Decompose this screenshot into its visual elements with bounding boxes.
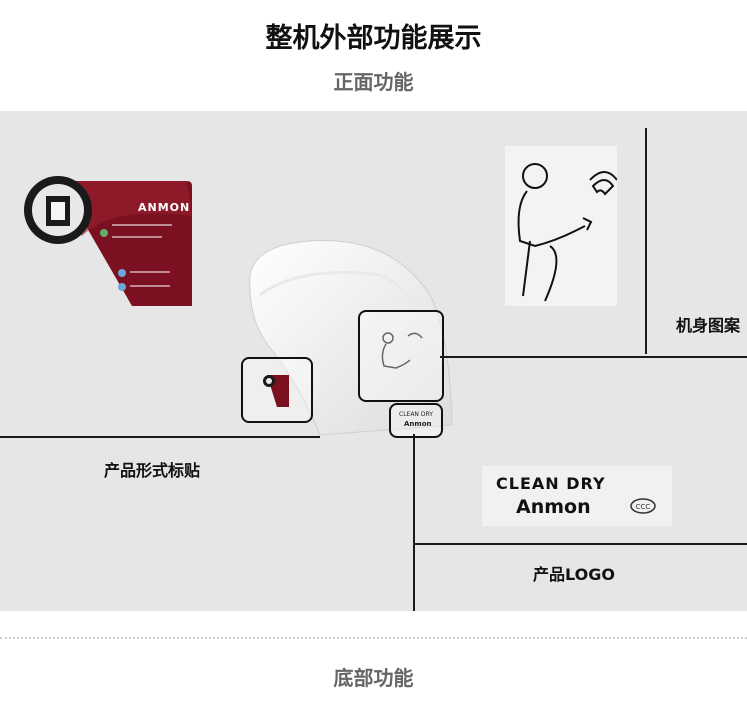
body-pattern-label: 机身图案 (676, 316, 741, 335)
logo-callout-line2: Anmon (404, 420, 432, 428)
logo-line2: Anmon (516, 496, 591, 518)
sticker-callout-box (241, 357, 313, 423)
logo-line1: CLEAN DRY (496, 474, 606, 493)
hand-under-dryer-pictogram-icon (517, 163, 618, 302)
connector-body-pattern-vertical (645, 128, 647, 354)
small-pictogram-icon (381, 332, 423, 369)
page-title: 整机外部功能展示 (265, 23, 482, 54)
bottom-section-title: 底部功能 (333, 666, 414, 690)
logo-callout-line1: CLEAN DRY (399, 411, 433, 418)
logo-callout-box: CLEAN DRY Anmon (389, 403, 443, 438)
connector-sticker-horizontal (0, 436, 320, 438)
svg-text:CCC: CCC (636, 503, 651, 511)
sticker-thumbnail-icon (263, 375, 289, 407)
product-logo-image: CLEAN DRY Anmon CCC (482, 466, 672, 526)
connector-logo-vertical (413, 434, 415, 611)
product-sticker-image (24, 176, 192, 306)
logo-label: 产品LOGO (533, 565, 615, 584)
section-subtitle: 正面功能 (333, 70, 414, 94)
sticker-label: 产品形式标贴 (104, 461, 201, 480)
connector-body-pattern-horizontal (440, 356, 747, 358)
hand-dryer-illustration (249, 239, 453, 436)
ccc-mark-icon: CCC (630, 498, 656, 514)
body-pattern-callout-box (358, 310, 444, 402)
section-divider (0, 637, 747, 639)
connector-logo-horizontal (413, 543, 747, 545)
body-pattern-image (505, 146, 618, 306)
sticker-brand: ANMON (138, 201, 191, 214)
